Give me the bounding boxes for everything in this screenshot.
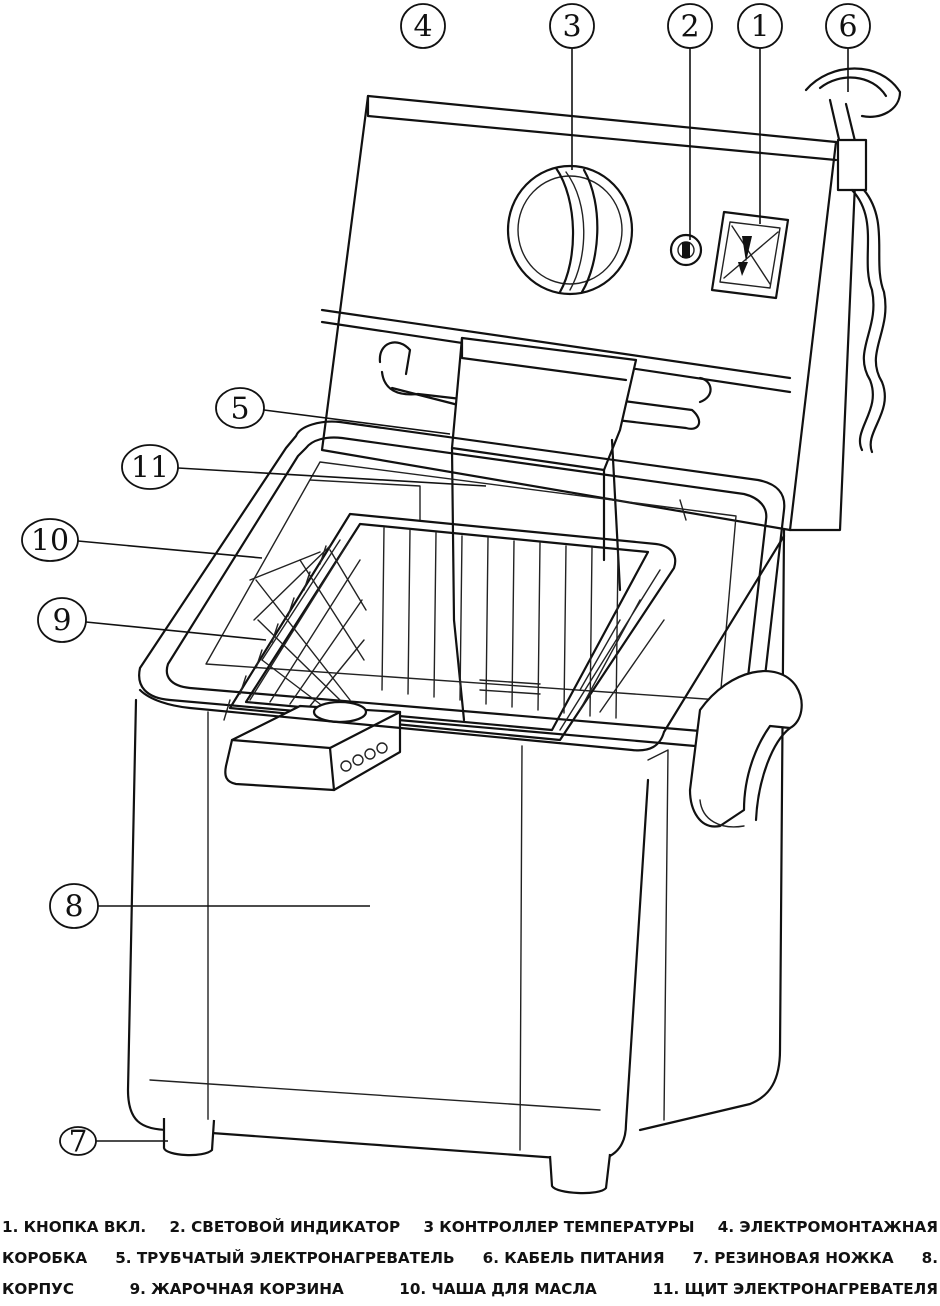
callout-number: 1: [750, 10, 769, 45]
callout-circle: [59, 1126, 97, 1156]
body-drawing: [126, 528, 786, 1162]
callout-heater-shield: 11: [121, 444, 179, 490]
power-cable-drawing: [804, 67, 902, 454]
callout-circle: [37, 597, 87, 643]
legend-item-8-end: КОРПУС: [2, 1280, 75, 1298]
callout-oil-bowl: 10: [21, 518, 79, 562]
legend-item-4-start: 4. ЭЛЕКТРОМОНТАЖНАЯ: [717, 1218, 938, 1236]
callout-number: 7: [68, 1125, 87, 1160]
legend-item-2: 2. СВЕТОВОЙ ИНДИКАТОР: [169, 1218, 401, 1236]
callout-frying-basket: 9: [37, 597, 87, 643]
callout-circle: [121, 444, 179, 490]
indicator-light-drawing: [669, 233, 703, 267]
legend-item-11: 11. ЩИТ ЭЛЕКТРОНАГРЕВАТЕЛЯ: [652, 1280, 938, 1298]
callout-circle: [400, 3, 446, 49]
callout-circle: [825, 3, 871, 49]
legend-line-1: 1. КНОПКА ВКЛ. 2. СВЕТОВОЙ ИНДИКАТОР 3 К…: [0, 1212, 940, 1243]
temperature-knob-drawing: [506, 164, 634, 296]
callout-circle: [49, 883, 99, 929]
callout-number: 3: [562, 10, 581, 45]
callout-number: 4: [413, 10, 432, 45]
legend-line-3: КОРПУС 9. ЖАРОЧНАЯ КОРЗИНА 10. ЧАША ДЛЯ …: [0, 1274, 940, 1305]
parts-legend: 1. КНОПКА ВКЛ. 2. СВЕТОВОЙ ИНДИКАТОР 3 К…: [0, 1212, 940, 1306]
legend-item-3: 3 КОНТРОЛЛЕР ТЕМПЕРАТУРЫ: [423, 1218, 695, 1236]
callout-number: 9: [52, 604, 71, 639]
legend-item-8-start: 8.: [921, 1249, 938, 1267]
callout-number: 11: [131, 451, 169, 486]
callout-circle: [549, 3, 595, 49]
frying-basket-drawing: [223, 512, 677, 742]
heater-shield-drawing: [450, 336, 638, 722]
legend-item-7: 7. РЕЗИНОВАЯ НОЖКА: [692, 1249, 894, 1267]
power-switch-drawing: [710, 210, 790, 300]
callout-power-button: 1: [737, 3, 783, 49]
legend-item-4-end: КОРОБКА: [2, 1249, 88, 1267]
legend-item-10: 10. ЧАША ДЛЯ МАСЛА: [399, 1280, 597, 1298]
callout-markers: 1 2 3 4 5 6 7 8 9 10 11: [21, 3, 871, 1160]
legend-item-6: 6. КАБЕЛЬ ПИТАНИЯ: [482, 1249, 665, 1267]
fryer-diagram: 1 2 3 4 5 6 7 8 9 10 11: [21, 3, 902, 1195]
callout-number: 5: [230, 392, 249, 427]
callout-circle: [737, 3, 783, 49]
side-handle-drawing: [688, 670, 803, 828]
callout-circle: [215, 387, 265, 429]
legend-item-9: 9. ЖАРОЧНАЯ КОРЗИНА: [129, 1280, 344, 1298]
basket-handle-drawing: [224, 700, 402, 792]
callout-number: 2: [680, 10, 699, 45]
callout-indicator-light: 2: [667, 3, 713, 49]
callout-number: 6: [838, 10, 857, 45]
callout-tubular-heater: 5: [215, 387, 265, 429]
callout-circle: [21, 518, 79, 562]
callout-number: 8: [64, 890, 83, 925]
callout-electrical-box: 4: [400, 3, 446, 49]
legend-item-5: 5. ТРУБЧАТЫЙ ЭЛЕКТРОНАГРЕВАТЕЛЬ: [115, 1249, 455, 1267]
leader-lines: [77, 46, 849, 1142]
callout-rubber-foot: 7: [59, 1125, 97, 1160]
callout-body: 8: [49, 883, 99, 929]
callout-temperature-controller: 3: [549, 3, 595, 49]
callout-circle: [667, 3, 713, 49]
callout-power-cable: 6: [825, 3, 871, 49]
legend-line-2: КОРОБКА 5. ТРУБЧАТЫЙ ЭЛЕКТРОНАГРЕВАТЕЛЬ …: [0, 1243, 940, 1274]
rubber-feet-drawing: [162, 1118, 612, 1195]
legend-item-1: 1. КНОПКА ВКЛ.: [2, 1218, 147, 1236]
callout-number: 10: [31, 524, 69, 559]
